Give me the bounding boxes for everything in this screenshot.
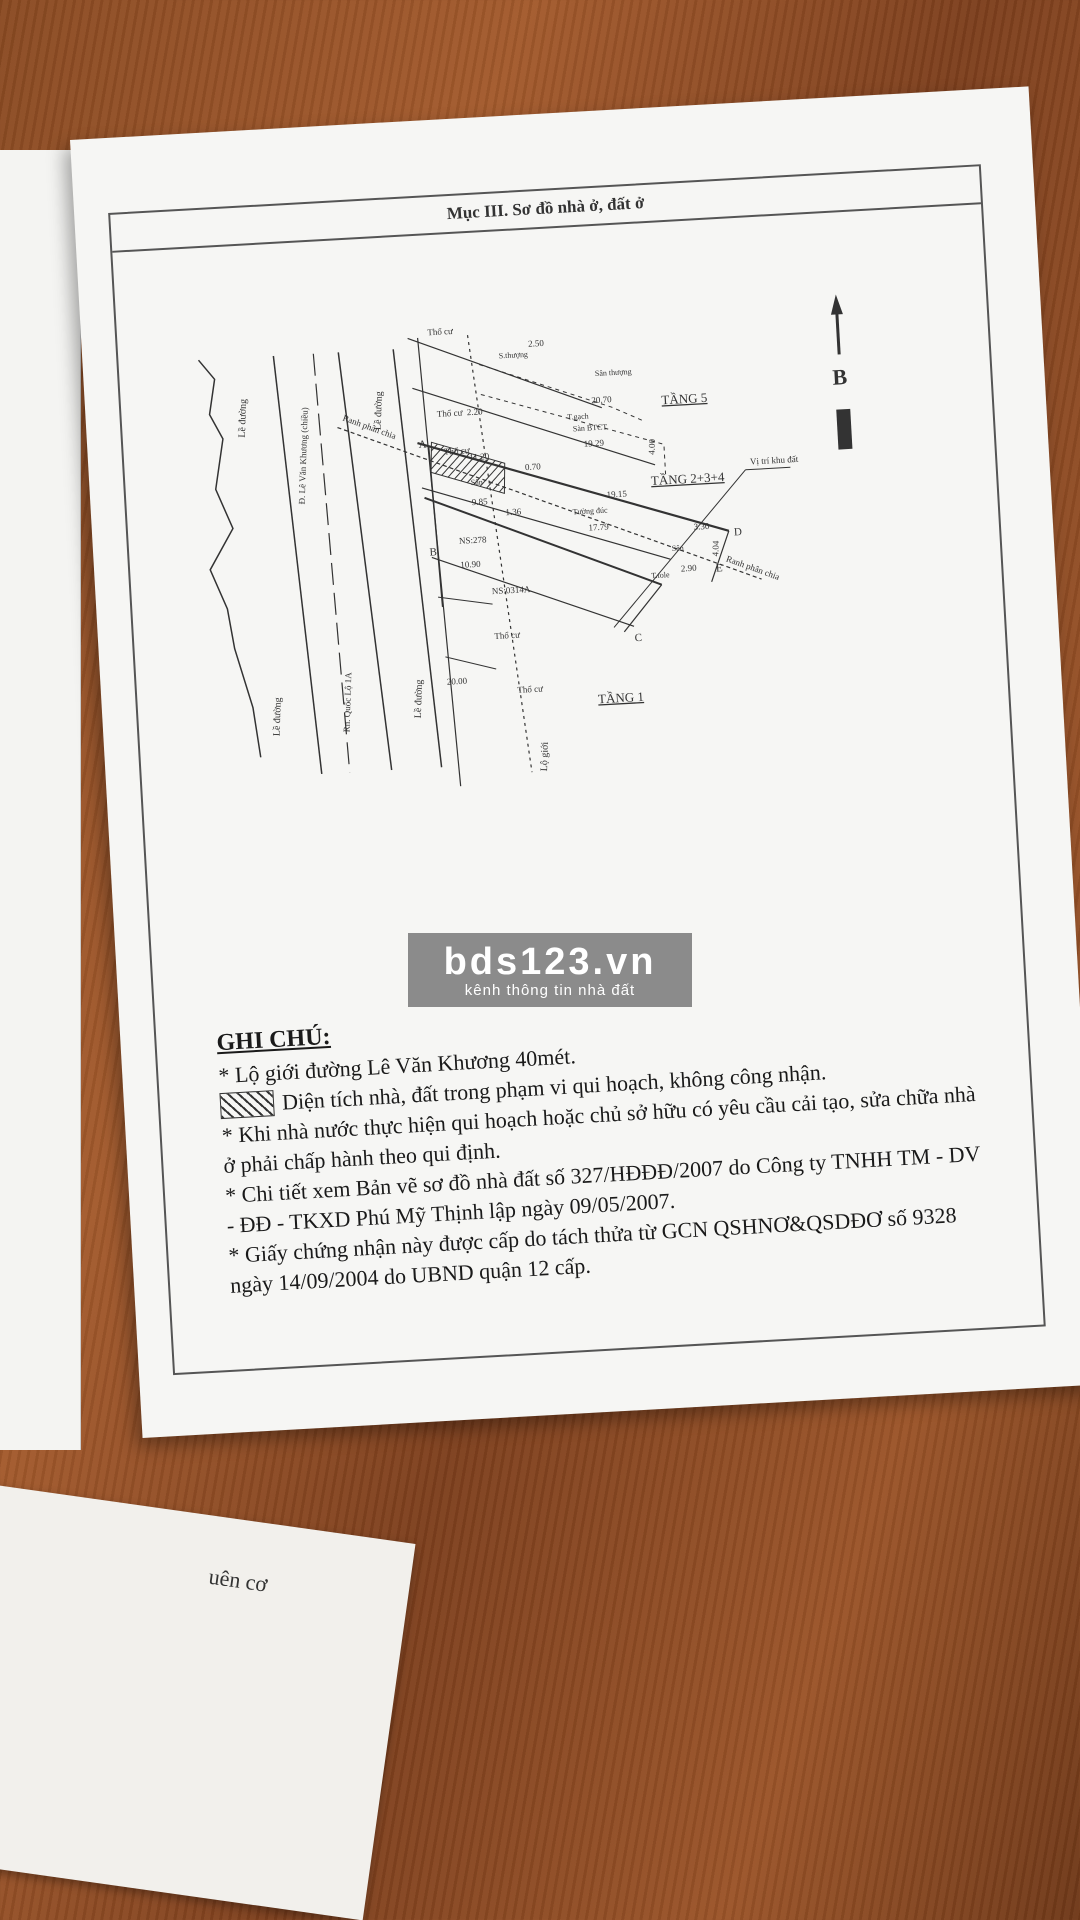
svg-text:Lộ giới: Lộ giới [539, 741, 551, 771]
svg-text:20.70: 20.70 [591, 394, 612, 405]
svg-text:T.tole: T.tole [651, 570, 670, 580]
north-arrow-head [830, 294, 843, 315]
road-line-1 [272, 355, 323, 775]
svg-text:T.gạch: T.gạch [567, 411, 589, 421]
svg-text:1.36: 1.36 [505, 506, 522, 517]
svg-text:E: E [716, 562, 724, 574]
svg-text:2.50: 2.50 [528, 338, 545, 349]
svg-text:Thổ cư: Thổ cư [427, 326, 454, 337]
svg-text:19.15: 19.15 [606, 488, 627, 499]
road-edge-left [197, 359, 262, 758]
svg-text:0.70: 0.70 [525, 461, 542, 472]
watermark: bds123.vn kênh thông tin nhà đất [408, 933, 692, 1007]
floor-label-5: TẦNG 5 [661, 390, 708, 408]
hatch-legend-swatch [219, 1090, 275, 1120]
floor-label-234: TẦNG 2+3+4 [651, 469, 726, 488]
road-label-right: Lề đường [373, 391, 385, 430]
svg-text:2.90: 2.90 [681, 563, 698, 574]
svg-text:S.thượng: S.thượng [498, 350, 528, 361]
road-line-3 [337, 352, 393, 771]
svg-text:11.20: 11.20 [469, 451, 490, 462]
svg-text:Ranh phân chia: Ranh phân chia [725, 554, 781, 582]
svg-text:Vị trí khu đất: Vị trí khu đất [750, 454, 799, 467]
svg-text:9.85: 9.85 [472, 496, 489, 507]
road-label-left-2: Lề đường [272, 697, 284, 736]
svg-text:2.20: 2.20 [467, 406, 484, 417]
svg-text:17.79: 17.79 [588, 522, 609, 533]
road-label-le-van-khuong: Đ. Lê Văn Khương (chiều) [297, 407, 310, 504]
svg-text:4.00: 4.00 [646, 438, 657, 455]
left-page-edge [0, 150, 81, 1450]
svg-text:3.30: 3.30 [693, 521, 710, 532]
hatched-planning-area [430, 441, 506, 494]
svg-text:Thổ cư: Thổ cư [517, 683, 544, 694]
road-line-2 [312, 353, 351, 773]
svg-text:NS:278: NS:278 [459, 534, 488, 546]
watermark-main: bds123.vn [443, 940, 657, 983]
svg-text:Thổ cư: Thổ cư [444, 445, 471, 456]
svg-text:Thổ cư: Thổ cư [494, 630, 521, 641]
svg-text:Thổ cư: Thổ cư [437, 407, 464, 418]
svg-text:Sân thượng: Sân thượng [595, 367, 632, 378]
floor-label-1: TẦNG 1 [598, 689, 645, 707]
road-label-ql1a: Rn. Quốc Lộ 1A [342, 672, 354, 733]
svg-text:NS:0314A: NS:0314A [492, 584, 532, 596]
watermark-sub: kênh thông tin nhà đất [464, 981, 636, 999]
svg-text:Tường đúc: Tường đúc [572, 506, 608, 517]
north-arrow-base [836, 408, 853, 450]
svg-text:A: A [418, 439, 427, 451]
svg-text:19.29: 19.29 [583, 438, 604, 449]
svg-text:C: C [634, 632, 642, 644]
notes-section: GHI CHÚ: * Lộ giới đường Lê Văn Khương 4… [216, 988, 990, 1301]
section-title: Mục III. Sơ đồ nhà ở, đất ở [110, 166, 982, 253]
svg-text:Sân: Sân [671, 543, 683, 553]
svg-text:20.00: 20.00 [447, 676, 468, 687]
site-plan-diagram: Lề đường Đ. Lê Văn Khương (chiều) Rn. Qu… [197, 294, 853, 787]
certificate-page: Mục III. Sơ đồ nhà ở, đất ở Lề đường Đ. … [70, 86, 1080, 1438]
road-line-4 [392, 349, 443, 768]
svg-text:Sân: Sân [471, 478, 483, 488]
svg-text:D: D [734, 526, 743, 538]
underlying-paper-text: uên cơ [207, 1563, 269, 1597]
svg-text:10.90: 10.90 [460, 559, 481, 570]
underlying-paper: uên cơ [0, 1480, 416, 1920]
page-frame: Mục III. Sơ đồ nhà ở, đất ở Lề đường Đ. … [108, 164, 1046, 1376]
svg-text:4.04: 4.04 [710, 540, 721, 557]
north-label: B [832, 364, 848, 390]
svg-text:B: B [429, 546, 437, 558]
road-label-left: Lề đường [237, 399, 249, 438]
svg-text:Sàn BTCT: Sàn BTCT [573, 422, 608, 433]
road-label-right-2: Lề đường [413, 679, 425, 718]
